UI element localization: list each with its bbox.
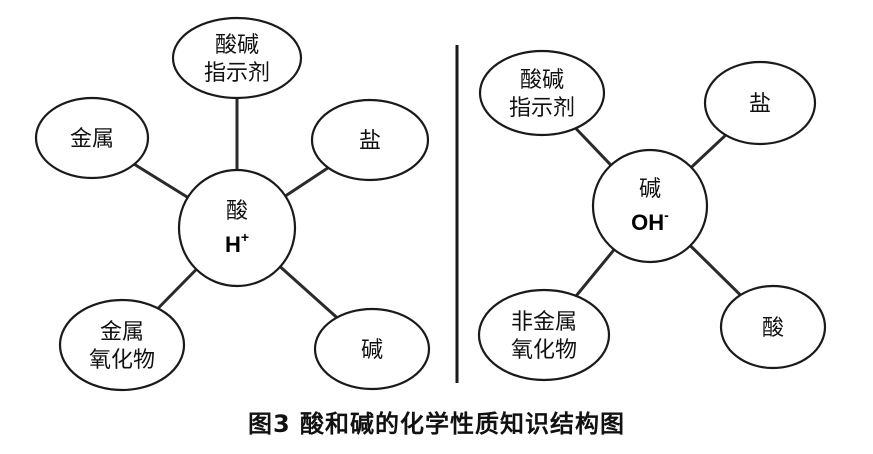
right-edge-indicator xyxy=(574,126,613,167)
right-center-ellipse xyxy=(591,148,709,264)
right-node-indicator-label-line: 酸碱 xyxy=(520,68,564,93)
right-center-formula: OH- xyxy=(631,207,669,235)
left-center-name: 酸 xyxy=(226,199,248,224)
right-node-acid-ellipse xyxy=(719,284,827,370)
right-edge-acid xyxy=(688,244,742,297)
left-center-ellipse xyxy=(177,168,297,288)
right-node-acid: 酸 xyxy=(719,284,827,370)
right-node-indicator-ellipse xyxy=(478,49,606,137)
right-node-nonmetal-oxide-ellipse xyxy=(477,288,611,382)
left-node-indicator-label-line: 指示剂 xyxy=(204,61,270,86)
left-edge-salt xyxy=(283,166,330,198)
left-node-base: 碱 xyxy=(313,307,431,391)
left-node-salt-ellipse xyxy=(310,98,430,182)
right-node-salt-ellipse xyxy=(703,60,817,146)
left-node-indicator-label-line: 酸碱 xyxy=(215,33,259,58)
left-node-metal-oxide-label-line: 金属 xyxy=(100,320,144,345)
right-center-node: 碱 OH- xyxy=(591,148,709,264)
left-node-indicator-ellipse xyxy=(171,16,303,100)
left-node-metal: 金属 xyxy=(34,96,150,180)
figure-caption: 图3 酸和碱的化学性质知识结构图 xyxy=(247,410,626,438)
left-edge-metal xyxy=(132,162,190,199)
right-node-salt: 盐 xyxy=(703,60,817,146)
left-node-metal-ellipse xyxy=(34,96,150,180)
right-node-nonmetal-oxide-label-line: 氧化物 xyxy=(511,338,577,363)
right-center-name: 碱 xyxy=(639,177,661,202)
left-node-base-label-line: 碱 xyxy=(361,338,383,363)
right-node-indicator-label-line: 指示剂 xyxy=(509,96,575,121)
left-node-salt: 盐 xyxy=(310,98,430,182)
left-node-base-ellipse xyxy=(313,307,431,391)
right-node-acid-label-line: 酸 xyxy=(762,316,784,341)
left-node-salt-label-line: 盐 xyxy=(359,129,381,154)
right-center-charge: - xyxy=(664,207,669,223)
left-node-metal-oxide-ellipse xyxy=(58,298,186,392)
left-edge-base xyxy=(278,265,339,320)
knowledge-structure-diagram: 酸碱指示剂金属盐金属氧化物碱酸H+酸碱指示剂盐非金属氧化物酸碱OH- xyxy=(34,16,827,392)
right-edge-salt xyxy=(689,133,728,169)
left-edge-metal-oxide xyxy=(156,267,198,310)
right-edge-nonmetal-oxide xyxy=(574,248,616,298)
right-node-nonmetal-oxide-label-line: 非金属 xyxy=(511,310,577,335)
left-node-metal-oxide-label-line: 氧化物 xyxy=(89,348,155,373)
right-node-salt-label-line: 盐 xyxy=(749,92,771,117)
left-center-node: 酸H+ xyxy=(177,168,297,288)
left-node-metal-label-line: 金属 xyxy=(70,127,114,152)
left-center-charge: + xyxy=(241,229,249,245)
